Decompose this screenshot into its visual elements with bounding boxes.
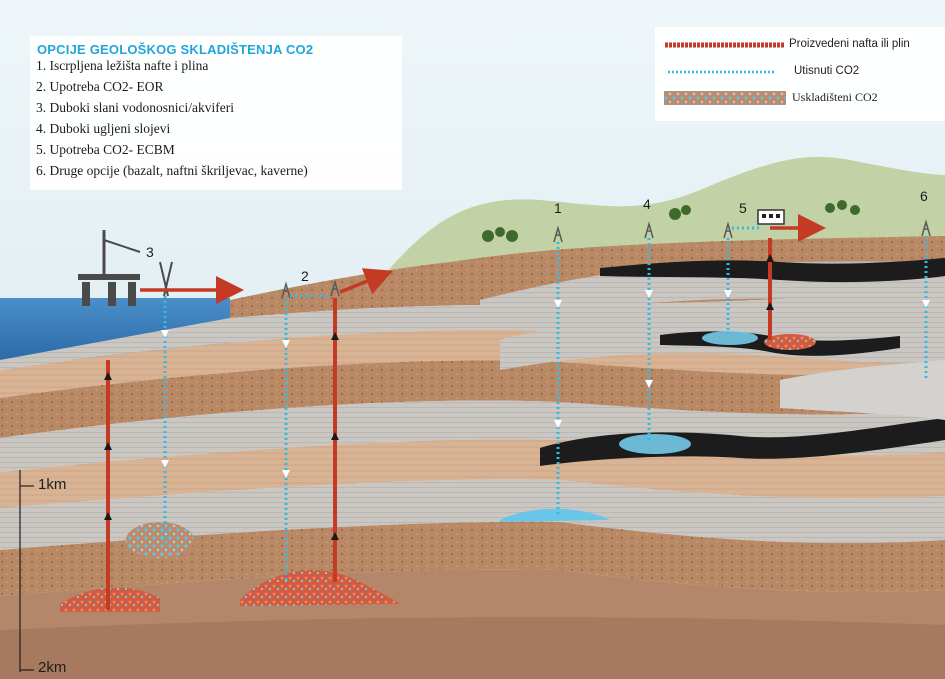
depth-label-1km: 1km — [38, 476, 67, 493]
stored-co2 — [764, 334, 816, 350]
site-label-5: 5 — [739, 200, 747, 216]
stored-co2 — [619, 434, 691, 454]
site-label-3: 3 — [146, 244, 154, 260]
legend-produced-label: Proizvedeni nafta ili plin — [789, 38, 910, 50]
site-label-6: 6 — [920, 188, 928, 204]
stored-co2 — [240, 570, 400, 606]
option-1: 1. Iscrpljena ležišta nafte i plina — [36, 58, 209, 73]
offshore-platform — [78, 230, 173, 306]
depth-label-2km: 2km — [38, 659, 67, 676]
site-label-4: 4 — [643, 196, 651, 212]
option-4: 4. Duboki ugljeni slojevi — [36, 121, 171, 136]
info-box — [30, 36, 402, 190]
option-5: 5. Upotreba CO2- ECBM — [36, 142, 175, 157]
option-3: 3. Duboki slani vodonosnici/akviferi — [36, 100, 234, 115]
stored-co2 — [500, 508, 610, 522]
coal-seam — [600, 258, 945, 283]
info-title: OPCIJE GEOLOŠKOG SKLADIŠTENJA CO2 — [37, 42, 314, 57]
depth-scale — [19, 470, 34, 672]
trees — [482, 200, 860, 242]
legend-stored-label: Uskladišteni CO2 — [792, 90, 878, 104]
injection-arrowheads — [161, 290, 930, 478]
option-6: 6. Druge opcije (bazalt, naftni škriljev… — [36, 163, 308, 178]
production-flow-arrow — [339, 268, 393, 295]
derricks — [281, 219, 931, 299]
production-arrowheads — [104, 254, 774, 540]
coal-seam — [540, 418, 945, 466]
stored-co2 — [702, 331, 758, 345]
stored-co2 — [126, 522, 194, 558]
legend-injected-label: Utisnuti CO2 — [794, 65, 860, 77]
site-label-2: 2 — [301, 268, 309, 284]
option-2: 2. Upotreba CO2- EOR — [36, 79, 164, 94]
site-label-1: 1 — [554, 200, 562, 216]
